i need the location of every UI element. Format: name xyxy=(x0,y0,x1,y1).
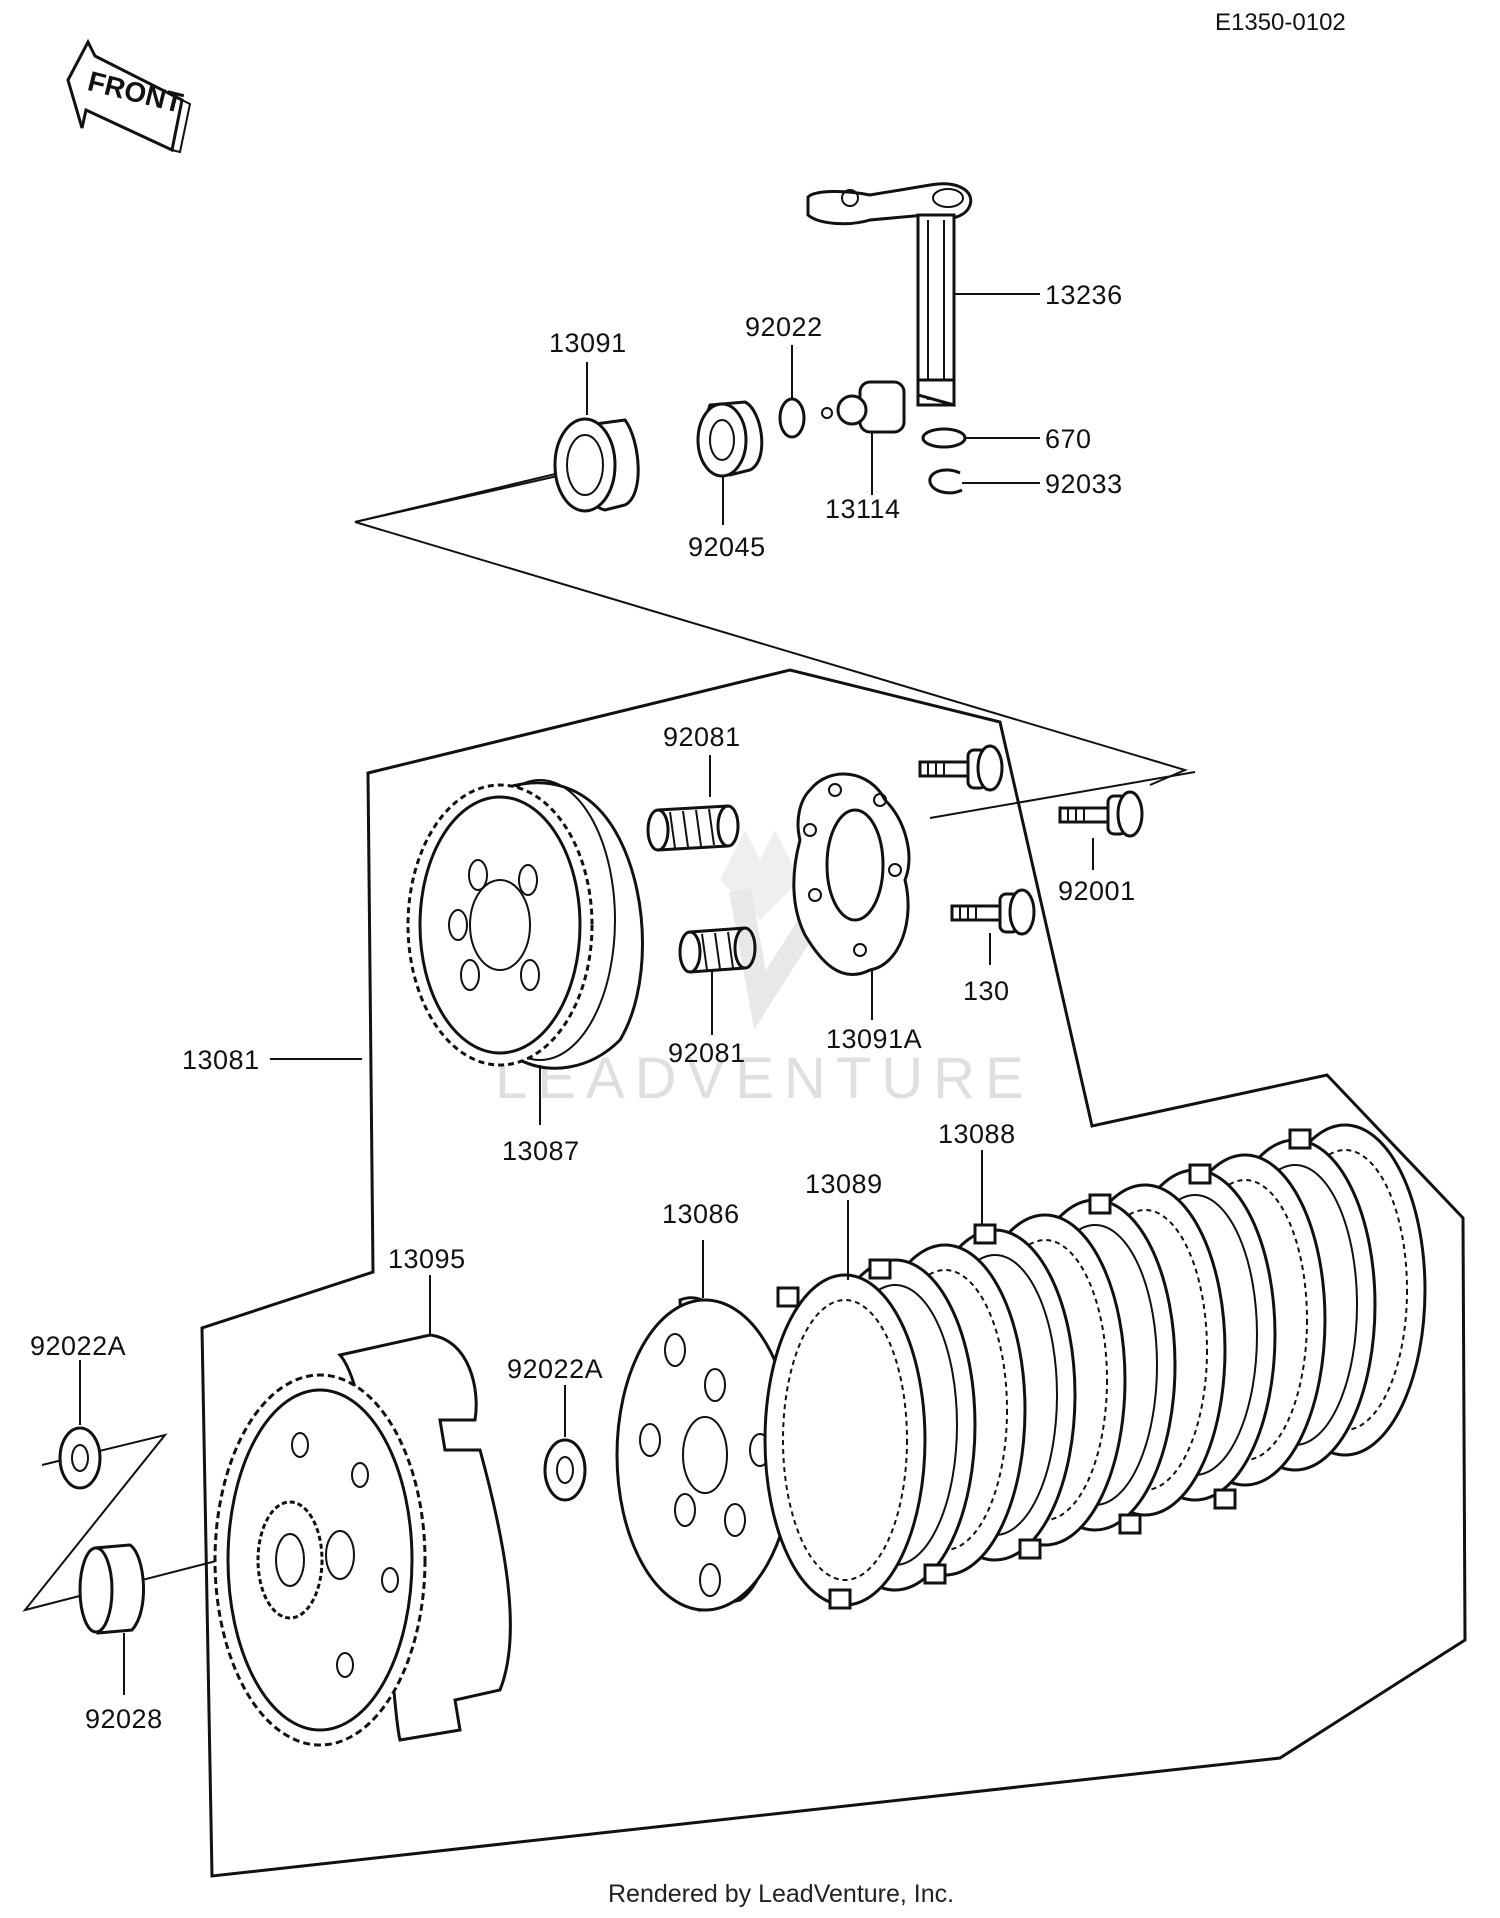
footer-credit: Rendered by LeadVenture, Inc. xyxy=(608,1880,954,1908)
ball-bearing-92045 xyxy=(696,400,764,478)
bolt-92001 xyxy=(1058,790,1144,838)
pushrod-13114 xyxy=(821,380,906,434)
label-92001: 92001 xyxy=(1058,876,1136,906)
label-13081: 13081 xyxy=(182,1045,260,1075)
label-13089: 13089 xyxy=(805,1169,883,1199)
label-13095: 13095 xyxy=(388,1244,466,1274)
pressure-plate-13091A xyxy=(792,772,911,977)
label-92022A-mid: 92022A xyxy=(507,1354,603,1384)
label-13088: 13088 xyxy=(938,1119,1016,1149)
label-92081-top: 92081 xyxy=(663,722,741,752)
label-130: 130 xyxy=(963,976,1010,1006)
label-670: 670 xyxy=(1045,424,1092,454)
label-92022A-left: 92022A xyxy=(30,1331,126,1361)
washer-92022 xyxy=(778,397,806,439)
label-13091A: 13091A xyxy=(826,1024,922,1054)
label-92028: 92028 xyxy=(85,1704,163,1734)
bearing-holder-13091 xyxy=(553,417,640,513)
label-92045: 92045 xyxy=(688,532,766,562)
assembly-outline xyxy=(200,668,1467,1878)
label-13086: 13086 xyxy=(662,1199,740,1229)
label-92081-bottom: 92081 xyxy=(668,1038,746,1068)
label-13091: 13091 xyxy=(549,328,627,358)
washer-92022A-mid xyxy=(543,1438,587,1502)
front-arrow-icon: FRONT xyxy=(66,38,192,154)
clutch-hub-13087 xyxy=(406,779,644,1070)
label-13087: 13087 xyxy=(502,1136,580,1166)
clutch-housing-13095 xyxy=(213,1333,512,1747)
circlip-92033 xyxy=(928,468,963,495)
reference-code: E1350-0102 xyxy=(1215,9,1346,36)
sleeve-92028 xyxy=(78,1543,146,1635)
clutch-plate-stack xyxy=(763,1123,1427,1610)
release-lever-13236 xyxy=(806,182,973,407)
spring-92081-bottom xyxy=(678,926,757,974)
pressure-disc-13086 xyxy=(615,1296,795,1612)
bolt-130-bottom xyxy=(950,888,1036,936)
label-92033: 92033 xyxy=(1045,469,1123,499)
label-13236: 13236 xyxy=(1045,280,1123,310)
leader-lines xyxy=(79,293,1094,1695)
label-13114: 13114 xyxy=(825,494,901,524)
spring-92081-top xyxy=(646,804,740,852)
washer-92022A-left xyxy=(58,1426,102,1490)
label-92022: 92022 xyxy=(745,312,823,342)
bolt-130-top xyxy=(918,744,1004,792)
o-ring-670 xyxy=(921,427,967,449)
